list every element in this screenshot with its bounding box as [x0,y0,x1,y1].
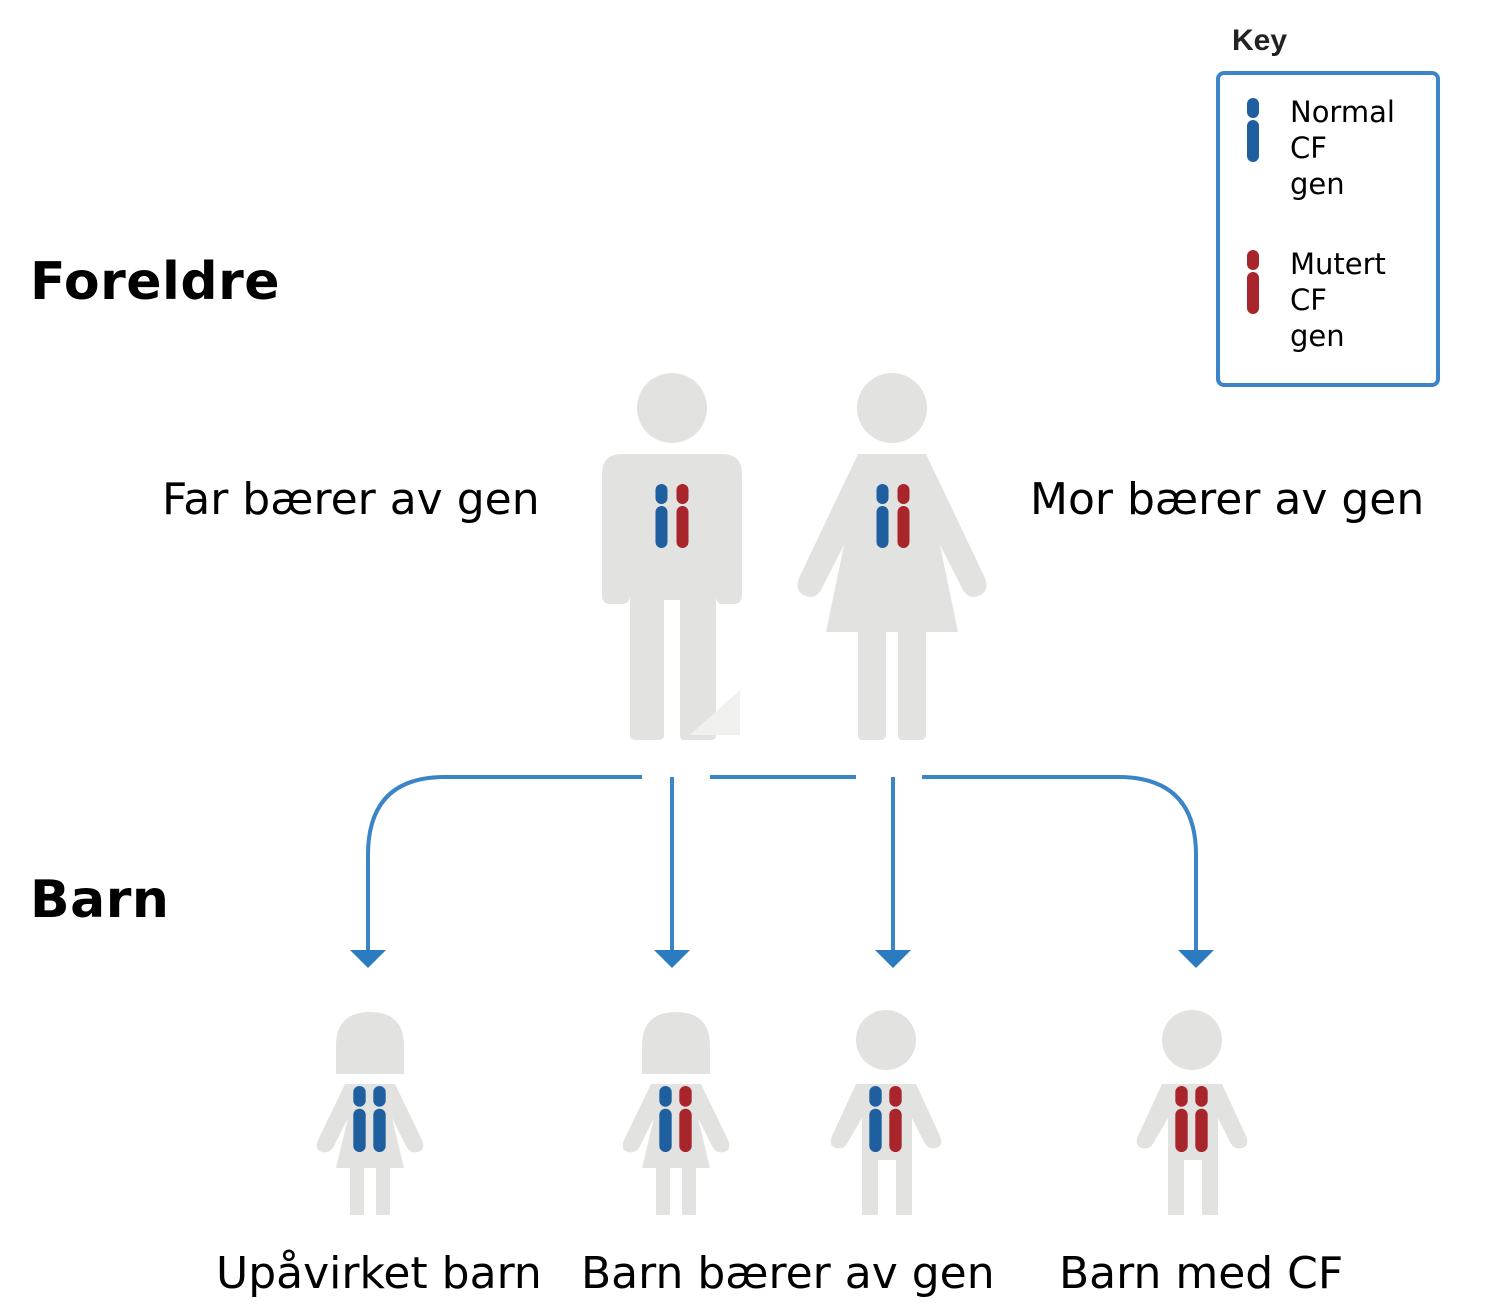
arrow-to-child-4 [922,775,1198,950]
key-normal-word-1: Normal [1290,95,1395,129]
key-mutated-label: Mutert CF gen [1290,246,1420,354]
key-heading: Key [1232,24,1288,57]
child-label-cf: Barn med CF [1059,1248,1344,1299]
child-figure-icon [622,1012,730,1215]
arrow-down-icon [350,950,386,968]
arrow-down-icon [1178,950,1214,968]
child-figure-icon [316,1012,424,1215]
parents-title: Foreldre [30,252,281,312]
arrowheads [350,950,1214,968]
mother-label: Mor bærer av gen [1030,474,1425,525]
key-mutated-word-1: Mutert [1290,247,1386,281]
child-figure-icon [830,1010,942,1215]
arrow-to-child-1 [366,775,642,950]
key-mutated-chromosome-icon [1247,250,1259,314]
inheritance-arrows [366,775,1198,950]
key-normal-word-2: CF [1290,131,1327,165]
children-title: Barn [30,870,170,930]
mother-figure-icon [797,373,987,740]
key-normal-label: Normal CF gen [1290,94,1420,202]
key-normal-chromosome-icon [1247,98,1259,162]
child-figure-icon [1136,1010,1248,1215]
child-label-carrier: Barn bærer av gen [581,1248,995,1299]
father-label: Far bærer av gen [162,474,540,525]
key-normal-word-3: gen [1290,167,1345,201]
key-mutated-word-3: gen [1290,319,1345,353]
arrow-down-icon [875,950,911,968]
child-label-unaffected: Upåvirket barn [216,1248,542,1299]
key-mutated-word-2: CF [1290,283,1327,317]
father-figure-icon [602,373,742,740]
arrow-down-icon [654,950,690,968]
key-box [1216,71,1440,387]
